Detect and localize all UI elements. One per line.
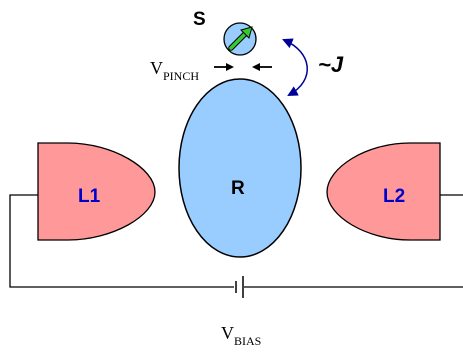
label-l1: L1	[78, 186, 101, 207]
label-v-bias: VBIAS	[221, 323, 261, 348]
lead-l2	[326, 142, 441, 241]
label-v-bias-main: V	[221, 323, 234, 343]
label-v-pinch-main: V	[150, 58, 163, 78]
label-l2: L2	[383, 186, 405, 207]
label-v-pinch-sub: PINCH	[163, 69, 199, 83]
lead-l1	[37, 142, 156, 241]
label-v-bias-sub: BIAS	[234, 334, 261, 348]
double-headed-curved-arrow-icon	[282, 38, 308, 97]
dot-r	[178, 78, 302, 258]
label-v-pinch: VPINCH	[150, 58, 199, 83]
label-j: ~J	[318, 52, 344, 77]
label-r: R	[231, 178, 245, 199]
bias-circuit	[9, 194, 463, 288]
green-spin-arrow-icon	[228, 26, 253, 51]
battery-symbol-icon	[235, 276, 244, 298]
label-s: S	[193, 9, 206, 30]
left-wire	[9, 194, 234, 288]
inward-arrows-icon	[214, 63, 272, 71]
